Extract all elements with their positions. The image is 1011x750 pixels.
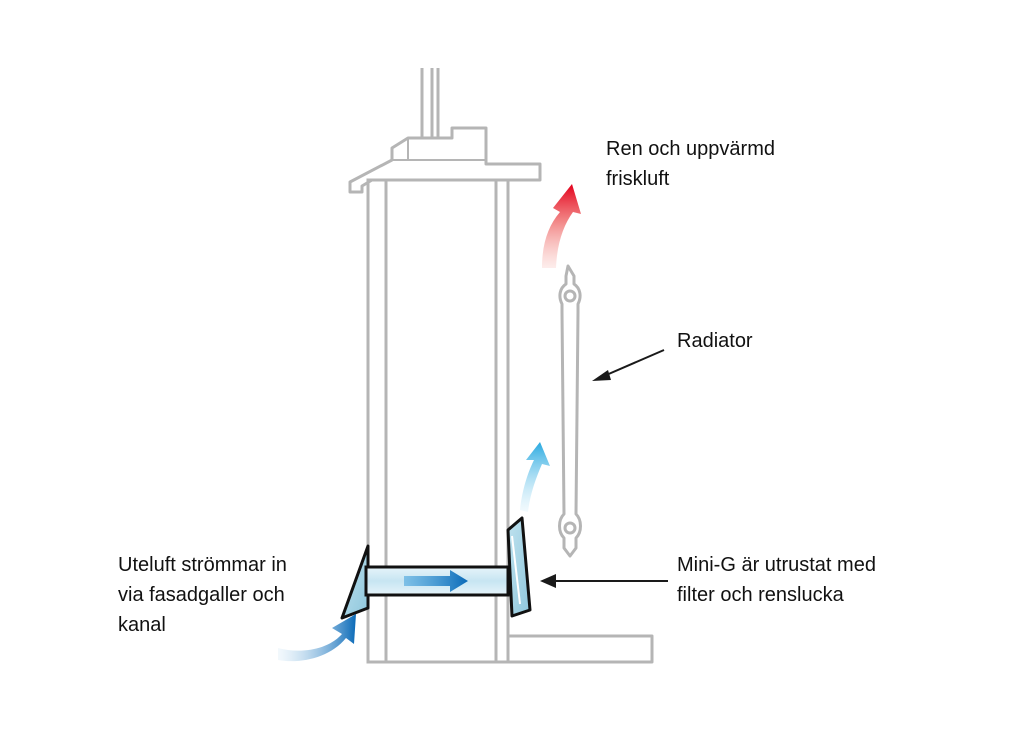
radiator-pointer bbox=[592, 349, 665, 381]
mini-g-label: Mini-G är utrustat med filter och renslu… bbox=[677, 550, 876, 610]
mini-g-label-line1: Mini-G är utrustat med bbox=[677, 554, 876, 576]
outside-air-label-line2: via fasadgaller och bbox=[118, 584, 285, 606]
floor-step bbox=[506, 620, 654, 664]
radiator-label-line1: Radiator bbox=[677, 330, 753, 352]
warm-air-arrow bbox=[542, 184, 581, 268]
radiator-graphic bbox=[558, 264, 582, 558]
warm-air-label-line1: Ren och uppvärmd bbox=[606, 138, 775, 160]
outside-air-label-line3: kanal bbox=[118, 614, 166, 636]
facade-grille bbox=[340, 544, 370, 620]
outside-air-label: Uteluft strömmar in via fasadgaller och … bbox=[118, 550, 287, 640]
outside-air-label-line1: Uteluft strömmar in bbox=[118, 554, 287, 576]
mini-g-pointer bbox=[540, 574, 668, 588]
warm-air-label: Ren och uppvärmd friskluft bbox=[606, 134, 775, 194]
ceiling-wires bbox=[420, 68, 440, 138]
rising-cool-air-arrow bbox=[520, 442, 550, 512]
outside-air-arrow bbox=[278, 614, 356, 662]
mini-g-label-line2: filter och renslucka bbox=[677, 584, 844, 606]
duct-flow-arrow bbox=[404, 570, 468, 592]
warm-air-label-line2: friskluft bbox=[606, 168, 670, 190]
radiator-label: Radiator bbox=[677, 326, 753, 356]
